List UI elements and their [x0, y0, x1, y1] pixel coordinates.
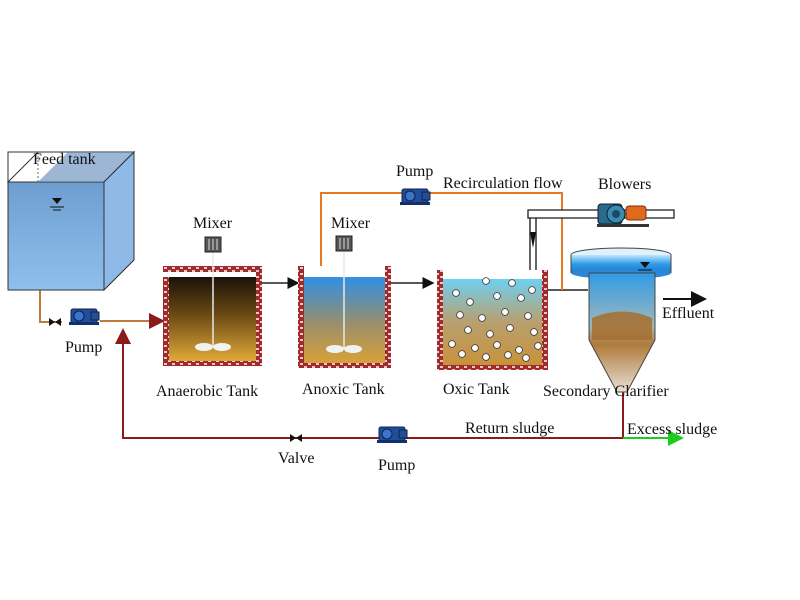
oxic-tank [437, 270, 548, 370]
effluent-label: Effluent [662, 305, 715, 322]
recirculation-flow-label: Recirculation flow [443, 175, 563, 192]
anaerobic-tank [163, 252, 262, 366]
recirculation-pipe-a [430, 192, 563, 290]
air-bubble [482, 277, 490, 285]
oxic-tank-label: Oxic Tank [443, 381, 510, 398]
air-bubble [452, 289, 460, 297]
air-bubble [517, 294, 525, 302]
pump-icon [68, 308, 100, 326]
pump-icon [376, 426, 408, 444]
air-bubble [456, 311, 464, 319]
valve-icon [49, 318, 61, 326]
air-bubble [524, 312, 532, 320]
water-level-icon [638, 262, 652, 271]
blowers-label: Blowers [598, 176, 651, 193]
secondary-clarifier [570, 247, 672, 393]
water-level-icon [50, 198, 64, 211]
feed-pump-label: Pump [65, 339, 102, 356]
air-bubble [466, 298, 474, 306]
air-bubble [482, 353, 490, 361]
air-arrow [530, 232, 536, 248]
return-sludge-pipe [115, 328, 624, 439]
aeration-bubbles [448, 277, 542, 362]
air-bubble [515, 346, 523, 354]
mixer-2-label: Mixer [331, 215, 371, 232]
secondary-clarifier-label: Secondary Clarifier [543, 383, 669, 400]
return-pump-label: Pump [378, 457, 415, 474]
anaerobic-tank-label: Anaerobic Tank [156, 383, 258, 400]
air-bubble [471, 344, 479, 352]
mixer-icon [335, 235, 353, 252]
air-bubble [493, 341, 501, 349]
pump-icon [399, 188, 431, 206]
mixer-icon [204, 236, 222, 253]
valve-label: Valve [278, 450, 314, 467]
anoxic-tank [298, 250, 391, 368]
air-bubble [464, 326, 472, 334]
air-bubble [478, 314, 486, 322]
excess-sludge-label: Excess sludge [627, 421, 717, 438]
air-bubble [493, 292, 501, 300]
air-bubble [528, 286, 536, 294]
anoxic-tank-label: Anoxic Tank [302, 381, 385, 398]
air-bubble [534, 342, 542, 350]
return-sludge-label: Return sludge [465, 420, 554, 437]
air-bubble [448, 340, 456, 348]
air-bubble [522, 354, 530, 362]
air-bubble [504, 351, 512, 359]
mixer-1-label: Mixer [193, 215, 233, 232]
air-bubble [501, 308, 509, 316]
air-bubble [486, 330, 494, 338]
blower-icon [597, 203, 649, 227]
air-bubble [530, 328, 538, 336]
recirculation-pump-label: Pump [396, 163, 433, 180]
air-bubble [458, 350, 466, 358]
air-bubble [506, 324, 514, 332]
feed-pipe [39, 290, 62, 323]
feed-tank [6, 150, 136, 292]
feed-tank-label: Feed tank [33, 151, 96, 168]
valve-icon [290, 434, 302, 442]
air-bubble [508, 279, 516, 287]
